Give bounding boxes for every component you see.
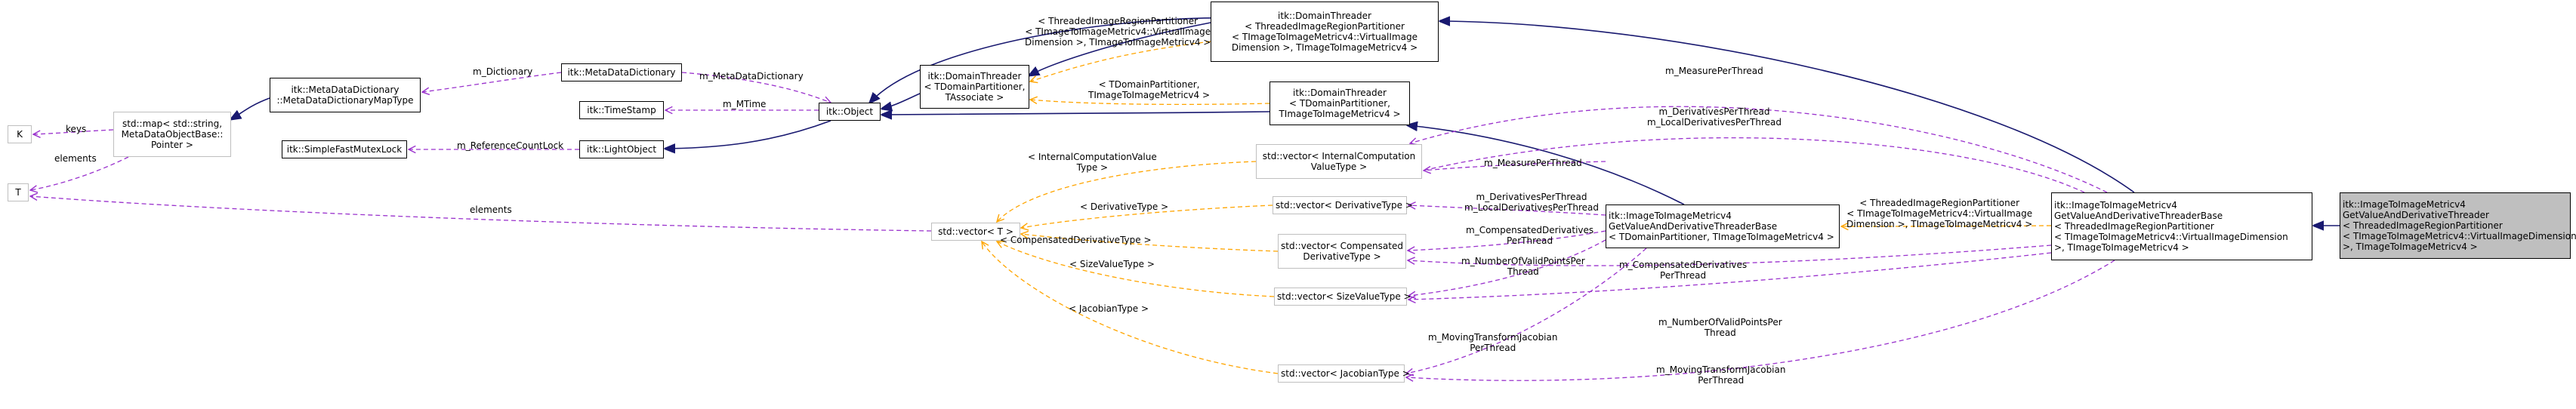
edge-base-tmpl-to-dt-full — [1440, 21, 2135, 193]
edge-measure-mid — [1424, 161, 1606, 171]
node-K[interactable]: K — [8, 125, 32, 143]
node-std-map[interactable]: std::map< std::string,MetaDataObjectBase… — [113, 112, 231, 157]
edge-label-template-regionpartitioner-top: < ThreadedImageRegionPartitioner< TImage… — [1025, 16, 1211, 48]
edge-mdd-to-object — [681, 72, 831, 103]
node-object[interactable]: itk::Object — [819, 103, 881, 121]
edge-vec-icvt-to-vec-T — [997, 161, 1257, 222]
edge-dt-assoc-to-object — [882, 93, 921, 109]
edge-label-measure-mid: m_MeasurePerThread — [1484, 158, 1582, 168]
edge-label-measure-top: m_MeasurePerThread — [1665, 66, 1763, 76]
edge-label-m-mtime: m_MTime — [723, 99, 767, 109]
edge-label-elements-vector: elements — [470, 204, 512, 215]
edge-dt-part-to-object — [882, 112, 1270, 115]
edge-dt-full-to-dt-assoc — [1029, 22, 1211, 75]
edge-label-template-derivativetype: < DerivativeType > — [1080, 201, 1169, 212]
edge-label-template-domainpartitioner: < TDomainPartitioner,TImageToImageMetric… — [1088, 79, 1211, 100]
edge-derivs-top — [1410, 137, 2085, 193]
edge-K-to-stdmap — [33, 129, 114, 134]
edge-compderivs-right — [1408, 244, 2052, 266]
node-vector-sizevaluetype[interactable]: std::vector< SizeValueType > — [1274, 288, 1411, 306]
edge-label-template-regionpartitioner-right: < ThreadedImageRegionPartitioner< TImage… — [1846, 198, 2033, 229]
edge-base-to-dt-part — [1408, 125, 1685, 205]
edge-compderivs-mid — [1408, 230, 1606, 251]
edge-label-m-metadatadictionary: m_MetaDataDictionary — [699, 71, 804, 81]
edge-measure-top — [1410, 106, 2108, 193]
edge-label-keys: keys — [66, 124, 87, 134]
edge-label-template-compensatedderivativetype: < CompensatedDerivativeType > — [1000, 235, 1152, 245]
edge-mddmap-to-stdmap — [231, 97, 270, 119]
edge-dt-full-to-dt-assoc-tpl — [1030, 41, 1211, 81]
edge-derivs-mid — [1408, 205, 1606, 216]
node-vector-T[interactable]: std::vector< T > — [931, 223, 1020, 241]
edge-label-template-jacobiantype: < JacobianType > — [1069, 303, 1149, 314]
edge-T-to-stdmap — [30, 156, 129, 190]
edge-label-m-referencecountlock: m_ReferenceCountLock — [457, 140, 564, 151]
node-simplefastmutexlock[interactable]: itk::SimpleFastMutexLock — [282, 140, 407, 158]
node-T[interactable]: T — [8, 183, 29, 201]
edge-object-to-lightobj — [665, 120, 831, 149]
edge-vec-dt-to-vec-T — [1021, 204, 1273, 228]
node-vector-derivativetype[interactable]: std::vector< DerivativeType > — [1273, 196, 1413, 214]
node-domainthreader-associate[interactable]: itk::DomainThreader< TDomainPartitioner,… — [920, 65, 1029, 109]
edge-movingtj-right — [1406, 260, 2115, 380]
edge-dt-full-to-object — [870, 17, 1239, 103]
node-domainthreader-regionpartitioner[interactable]: itk::DomainThreader< ThreadedImageRegion… — [1211, 2, 1439, 62]
node-metadatadictionary-maptype[interactable]: itk::MetaDataDictionary::MetaDataDiction… — [270, 78, 421, 112]
edge-dt-part-to-dt-assoc-tpl — [1030, 100, 1270, 106]
node-metadatadictionary[interactable]: itk::MetaDataDictionary — [561, 63, 682, 81]
edge-T-to-vec-T — [30, 196, 932, 232]
edge-label-elements-map: elements — [54, 153, 97, 164]
node-domainthreader-partitioner[interactable]: itk::DomainThreader< TDomainPartitioner,… — [1269, 81, 1410, 125]
edge-vec-svt-to-vec-T — [997, 241, 1275, 297]
node-vector-jacobiantype[interactable]: std::vector< JacobianType > — [1278, 364, 1410, 383]
edge-numvalid-mid — [1408, 239, 1606, 296]
node-timestamp[interactable]: itk::TimeStamp — [579, 101, 664, 119]
edge-vec-cdt-to-vec-T — [1021, 234, 1279, 252]
edge-mddmap-to-mdd — [422, 72, 562, 92]
edge-movingtj-mid — [1406, 248, 1647, 374]
edge-label-template-sizevaluetype: < SizeValueType > — [1069, 259, 1155, 269]
edge-label-m-dictionary: m_Dictionary — [473, 66, 533, 77]
node-lightobject[interactable]: itk::LightObject — [579, 140, 664, 158]
edge-vec-jt-to-vec-T — [982, 241, 1279, 374]
